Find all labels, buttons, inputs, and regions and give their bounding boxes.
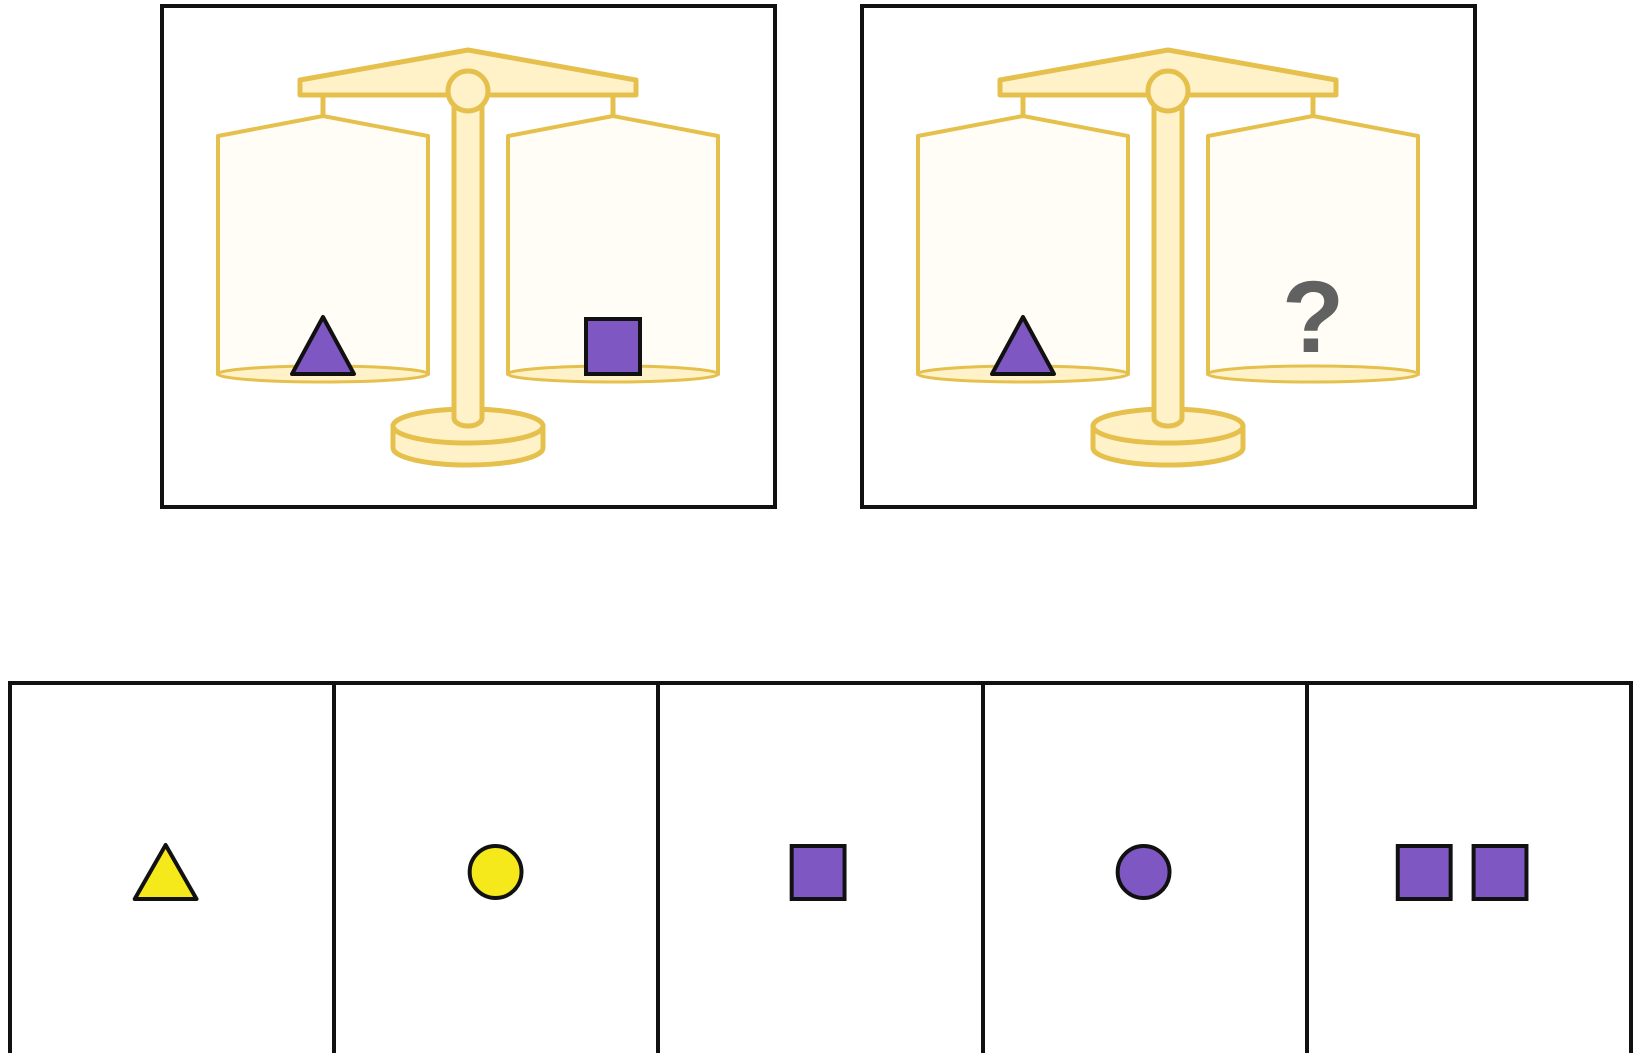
answer-option-4[interactable]: [985, 685, 1309, 1053]
purple-square-icon: [1395, 844, 1453, 901]
left-pan-purple-triangle: [290, 315, 356, 376]
yellow-triangle-icon: [132, 843, 199, 901]
scale-pillar: [1151, 90, 1185, 429]
option-3-shapes: [790, 844, 847, 901]
balance-panel-example: [160, 4, 777, 509]
yellow-circle-icon: [467, 844, 524, 900]
purple-circle-icon: [1115, 844, 1172, 900]
answer-option-1[interactable]: [12, 685, 337, 1053]
answer-option-2[interactable]: [336, 685, 661, 1053]
balance-scale-question: ?: [916, 47, 1420, 468]
scale-pillar: [451, 90, 485, 429]
scale-pivot: [1145, 68, 1191, 114]
right-pan-purple-square: [584, 317, 642, 376]
option-1-shapes: [132, 843, 199, 901]
purple-square-icon: [1471, 844, 1529, 901]
option-4-shapes: [1115, 844, 1172, 900]
left-pan-purple-triangle: [990, 315, 1056, 376]
balance-panel-question: ?: [860, 4, 1477, 509]
scale-right-pan: [1206, 96, 1420, 384]
balance-scale-example: [216, 47, 720, 468]
answer-option-5[interactable]: [1309, 685, 1629, 1053]
unknown-weight-question-mark: ?: [1282, 260, 1344, 374]
answer-option-3[interactable]: [660, 685, 985, 1053]
answer-options-row: [8, 681, 1633, 1053]
purple-square-icon: [790, 844, 847, 901]
scale-left-pan: [216, 96, 430, 384]
option-2-shapes: [467, 844, 524, 900]
option-5-shapes: [1395, 844, 1529, 901]
scale-pivot: [445, 68, 491, 114]
